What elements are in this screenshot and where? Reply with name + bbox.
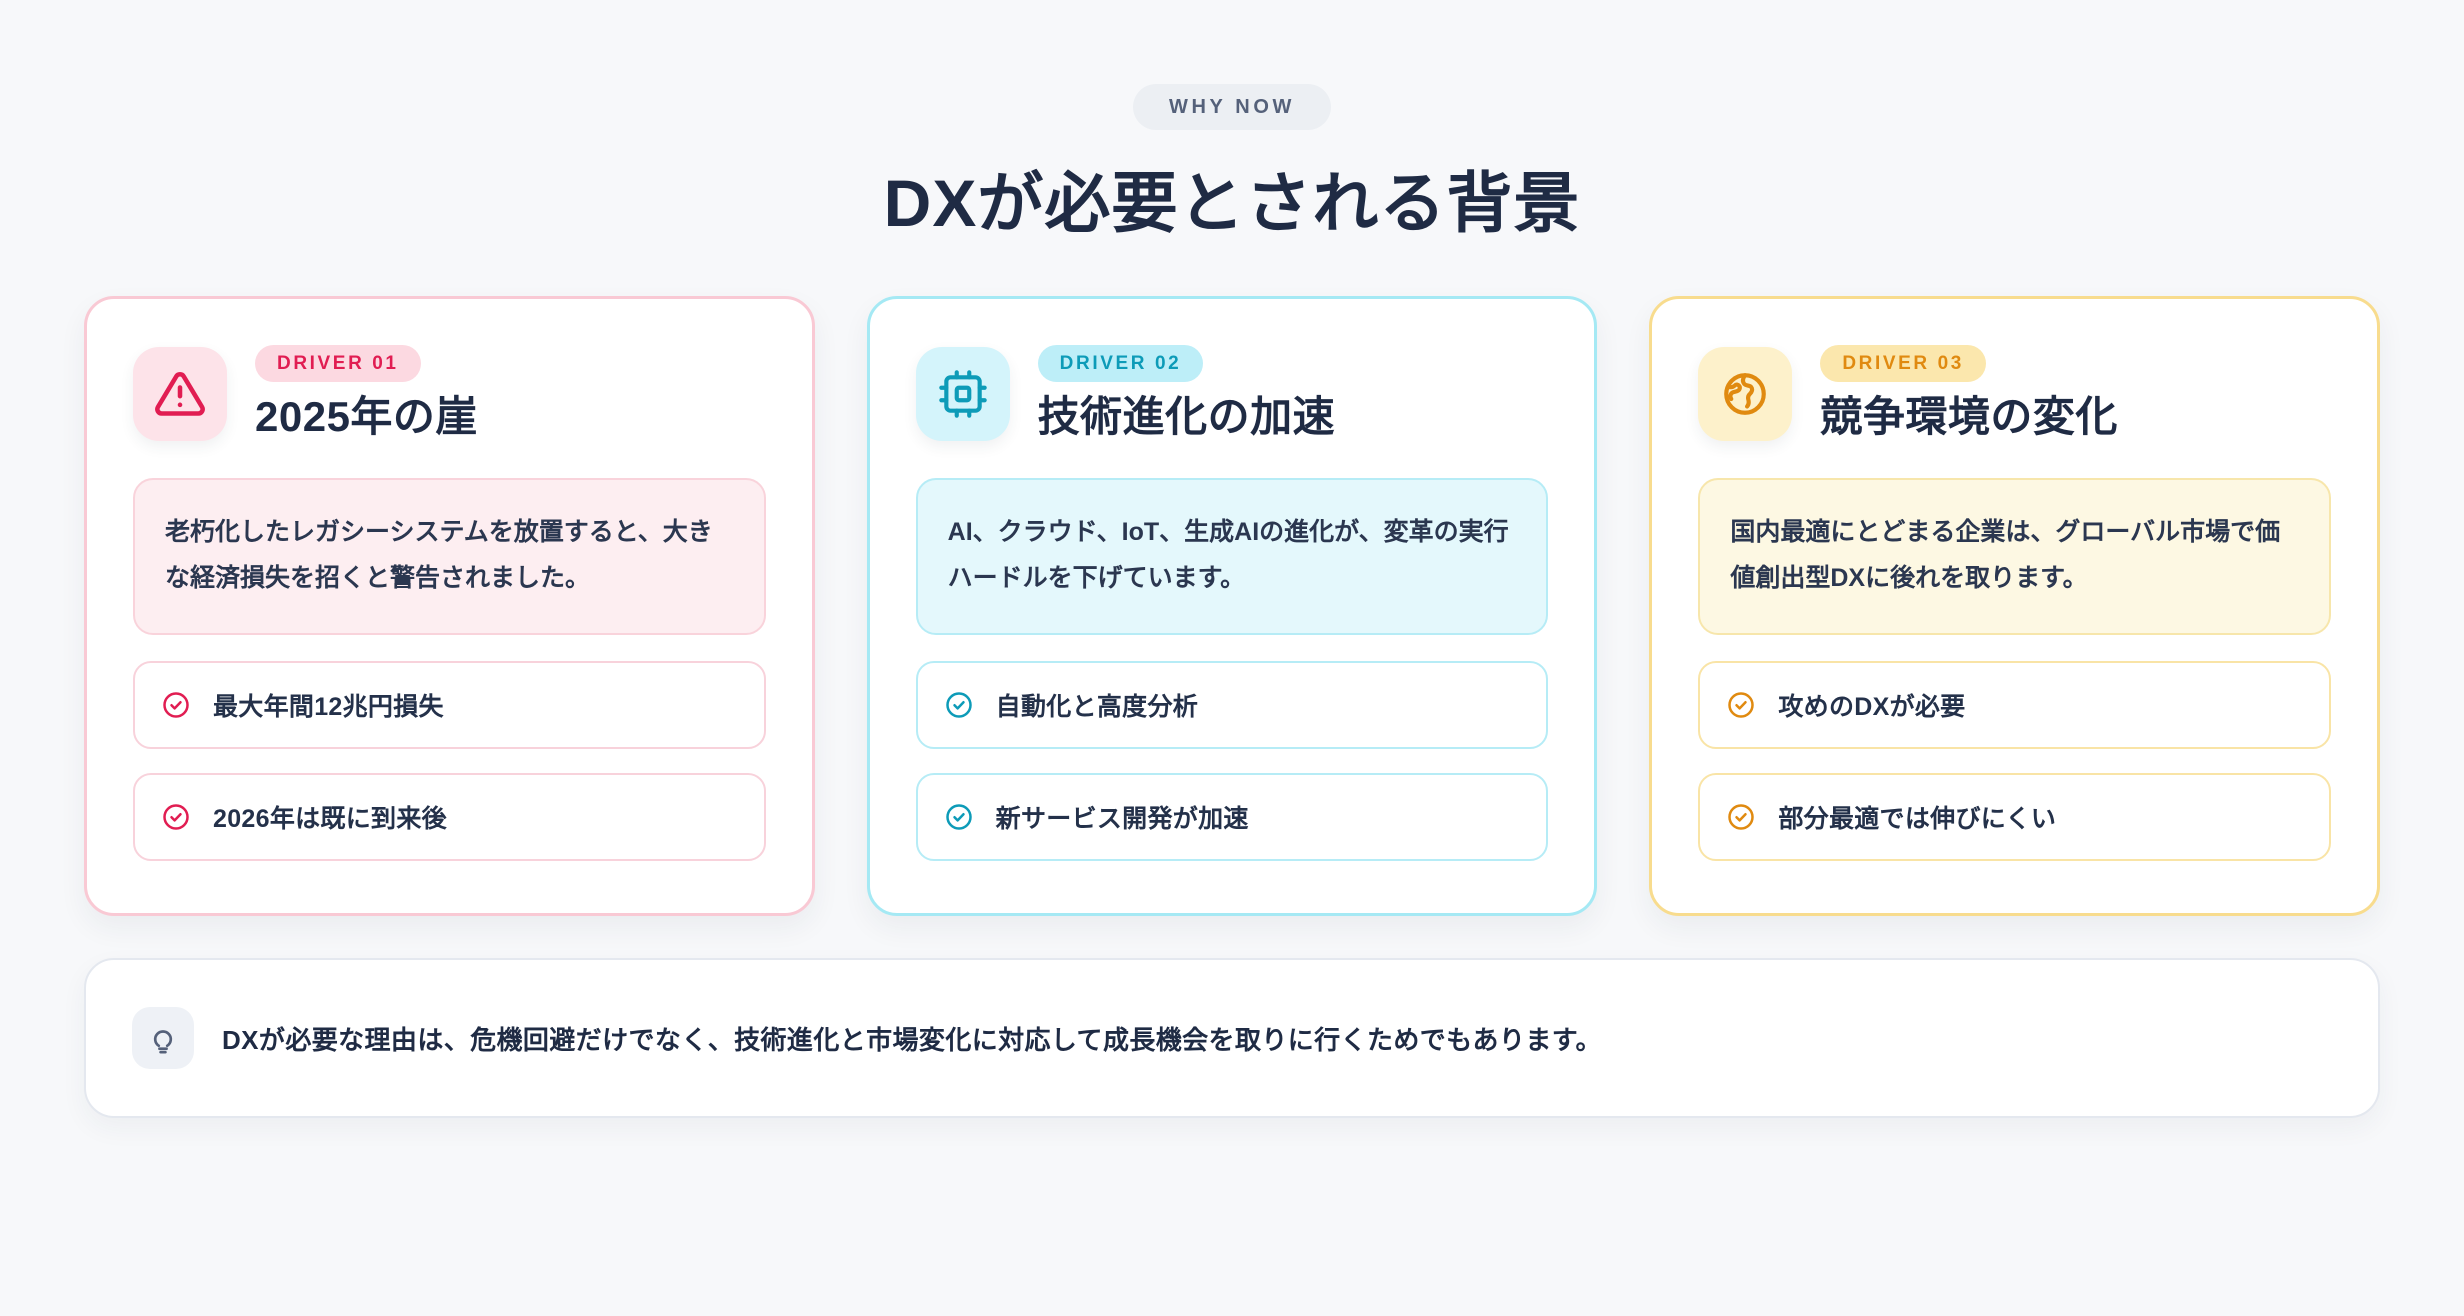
lightbulb-icon-badge: [132, 1007, 194, 1070]
list-item-label: 部分最適では伸びにくい: [1778, 805, 2057, 834]
card-header: DRIVER 01 2025年の崖: [133, 344, 766, 442]
card-header: DRIVER 02 技術進化の加速: [915, 344, 1549, 442]
list-item[interactable]: 2026年は既に到来後: [133, 773, 766, 862]
globe-icon: [1724, 372, 1767, 415]
check-circle-icon: [1728, 804, 1755, 831]
eyebrow-wrap: WHY NOW: [0, 0, 2464, 130]
list-item[interactable]: 最大年間12兆円損失: [133, 661, 766, 750]
cpu-chip-icon: [938, 369, 987, 418]
driver-card-grid: DRIVER 01 2025年の崖 老朽化したレガシーシステムを放置すると、大き…: [0, 295, 2464, 917]
summary-footer-bar: DXが必要な理由は、危機回避だけでなく、技術進化と市場変化に対応して成長機会を取…: [84, 958, 2380, 1119]
card-description: 老朽化したレガシーシステムを放置すると、大きな経済損失を招くと警告されました。: [133, 478, 766, 636]
globe-icon-badge: [1698, 346, 1793, 441]
card-title: 2025年の崖: [255, 392, 478, 440]
driver-chip: DRIVER 01: [255, 344, 421, 382]
list-item-label: 攻めのDXが必要: [1778, 693, 1966, 722]
card-bullet-list: 最大年間12兆円損失 2026年は既に到来後: [133, 661, 766, 862]
list-item[interactable]: 攻めのDXが必要: [1698, 661, 2332, 750]
card-description: 国内最適にとどまる企業は、グローバル市場で価値創出型DXに後れを取ります。: [1698, 478, 2332, 636]
cpu-chip-icon-badge: [915, 346, 1010, 441]
page-title: DXが必要とされる背景: [883, 166, 1581, 240]
driver-card-03[interactable]: DRIVER 03 競争環境の変化 国内最適にとどまる企業は、グローバル市場で価…: [1649, 295, 2381, 917]
card-description: AI、クラウド、IoT、生成AIの進化が、変革の実行ハードルを下げています。: [915, 478, 1549, 636]
lightbulb-icon: [153, 1030, 173, 1054]
list-item[interactable]: 部分最適では伸びにくい: [1698, 773, 2332, 862]
list-item-label: 2026年は既に到来後: [213, 805, 447, 834]
card-bullet-list: 自動化と高度分析 新サービス開発が加速: [915, 661, 1549, 862]
card-header: DRIVER 03 競争環境の変化: [1698, 344, 2331, 442]
driver-chip: DRIVER 02: [1037, 344, 1204, 382]
section-eyebrow-badge: WHY NOW: [1133, 84, 1331, 130]
card-header-text: DRIVER 01 2025年の崖: [255, 344, 478, 442]
list-item-label: 自動化と高度分析: [995, 693, 1199, 722]
summary-footer-text: DXが必要な理由は、危機回避だけでなく、技術進化と市場変化に対応して成長機会を取…: [222, 1024, 1602, 1055]
check-circle-icon: [163, 692, 189, 719]
check-circle-icon: [163, 804, 189, 831]
card-bullet-list: 攻めのDXが必要 部分最適では伸びにくい: [1698, 661, 2332, 862]
card-title: 競争環境の変化: [1820, 392, 2118, 440]
card-header-text: DRIVER 02 技術進化の加速: [1037, 344, 1336, 442]
driver-card-02[interactable]: DRIVER 02 技術進化の加速 AI、クラウド、IoT、生成AIの進化が、変…: [866, 295, 1598, 917]
list-item[interactable]: 自動化と高度分析: [915, 661, 1549, 750]
driver-card-01[interactable]: DRIVER 01 2025年の崖 老朽化したレガシーシステムを放置すると、大き…: [84, 295, 815, 917]
driver-chip: DRIVER 03: [1820, 344, 1986, 382]
list-item[interactable]: 新サービス開発が加速: [915, 773, 1549, 862]
card-header-text: DRIVER 03 競争環境の変化: [1820, 344, 2118, 442]
alert-triangle-icon-badge: [133, 346, 227, 441]
check-circle-icon: [945, 692, 972, 719]
list-item-label: 最大年間12兆円損失: [213, 693, 444, 722]
card-title: 技術進化の加速: [1037, 392, 1336, 440]
list-item-label: 新サービス開発が加速: [995, 805, 1249, 834]
check-circle-icon: [1728, 692, 1755, 719]
check-circle-icon: [945, 804, 972, 831]
alert-triangle-icon: [155, 371, 205, 416]
